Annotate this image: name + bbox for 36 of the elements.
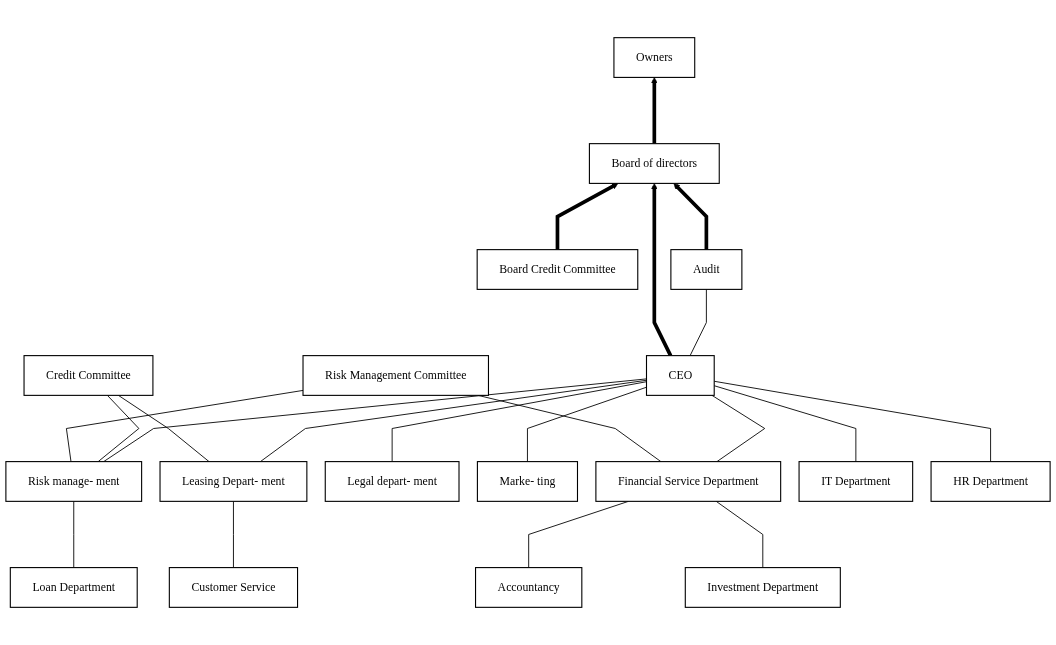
node-box: Owners [613, 37, 696, 78]
connector [689, 288, 707, 357]
arrow [555, 183, 619, 250]
node-box: Risk manage- ment [5, 461, 143, 502]
arrow [673, 183, 709, 250]
node-box: Accountancy [475, 567, 583, 608]
connector [103, 378, 647, 463]
connector [713, 380, 992, 463]
node-box: Marke- ting [476, 461, 579, 502]
node-box: Investment Department [684, 567, 841, 608]
arrow [651, 183, 673, 357]
connector [97, 394, 140, 463]
node-box: Risk Management Committee [302, 355, 490, 396]
connector [713, 385, 857, 463]
node-box: HR Department [930, 461, 1051, 502]
node-box: Credit Committee [23, 355, 154, 396]
node-box: Audit [670, 249, 743, 290]
node-box: Board Credit Committee [476, 249, 639, 290]
node-box: Loan Department [9, 567, 138, 608]
node-box: Leasing Depart- ment [159, 461, 308, 502]
connector [527, 386, 647, 463]
node-box: CEO [645, 355, 715, 396]
node-box: IT Department [798, 461, 914, 502]
connector [391, 381, 647, 463]
node-box: Customer Service [168, 567, 299, 608]
connector [711, 394, 766, 463]
node-box: Board of directors [588, 143, 720, 184]
connector [65, 389, 304, 463]
connector [715, 500, 764, 569]
node-box: Financial Service Department [595, 461, 782, 502]
connector [118, 394, 210, 463]
connector [260, 379, 647, 463]
connector [73, 500, 75, 569]
connector [233, 500, 234, 569]
node-box: Legal depart- ment [324, 461, 460, 502]
arrow [651, 77, 658, 144]
